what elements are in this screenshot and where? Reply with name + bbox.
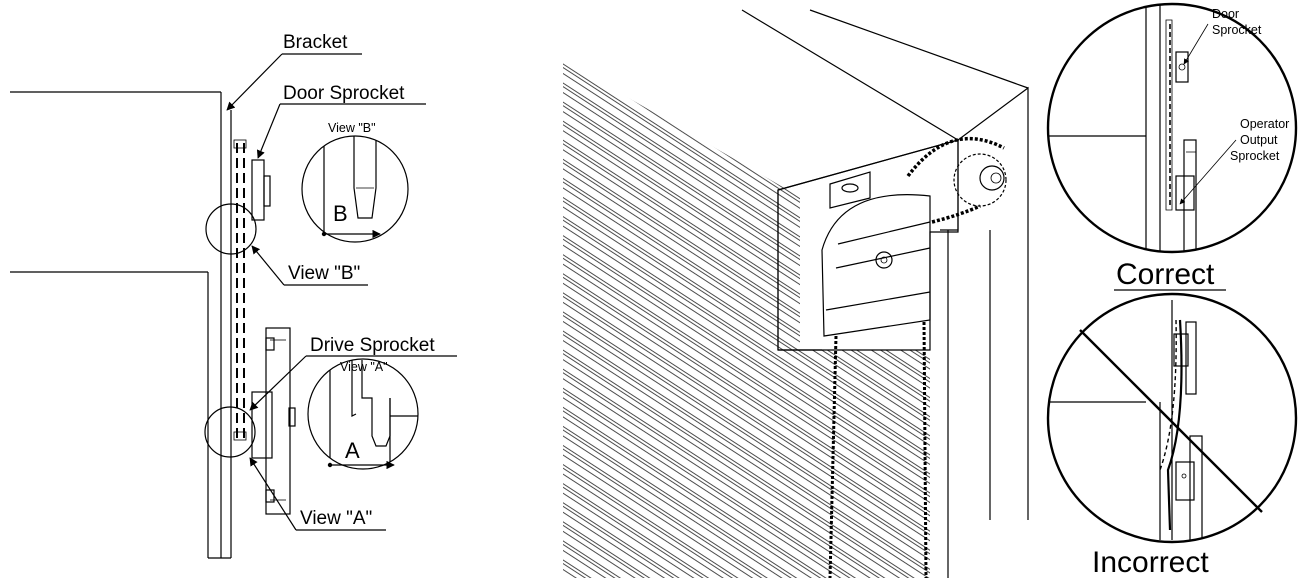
drive-sprocket-label: Drive Sprocket <box>310 335 435 356</box>
operator-label-line1: Operator <box>1240 117 1289 131</box>
bracket-callout: Bracket <box>226 32 362 111</box>
door-sprocket-label-line1: Door <box>1212 7 1239 21</box>
view-b-title: View "B" <box>328 121 376 135</box>
door-sprocket-label-line2: Sprocket <box>1212 23 1262 37</box>
view-a-detail: View "A" A <box>307 358 419 470</box>
door-sprocket-callout: Door Sprocket <box>256 83 426 159</box>
correct-detail: Door Sprocket Operator Output Sprocket C… <box>1046 2 1298 291</box>
correct-label: Correct <box>1116 258 1215 291</box>
operator-label-line2: Output <box>1240 133 1278 147</box>
incorrect-label: Incorrect <box>1092 546 1209 578</box>
operator-label-line3: Sprocket <box>1230 149 1280 163</box>
bracket-label: Bracket <box>283 32 348 53</box>
view-a-callout: View "A" <box>249 457 386 531</box>
door-sprocket-label: Door Sprocket <box>283 83 405 104</box>
view-a-callout-label: View "A" <box>300 508 372 529</box>
dimension-b-label: B <box>333 201 348 226</box>
incorrect-detail: Incorrect <box>1046 292 1298 579</box>
view-b-callout: View "B" <box>251 245 368 286</box>
dimension-a-label: A <box>345 438 360 463</box>
isometric-door-drawing <box>563 8 1029 579</box>
side-view-drawing <box>10 91 296 559</box>
view-b-detail: View "B" B <box>301 121 409 243</box>
view-b-callout-label: View "B" <box>288 263 360 284</box>
drive-sprocket-callout: Drive Sprocket <box>249 335 457 411</box>
